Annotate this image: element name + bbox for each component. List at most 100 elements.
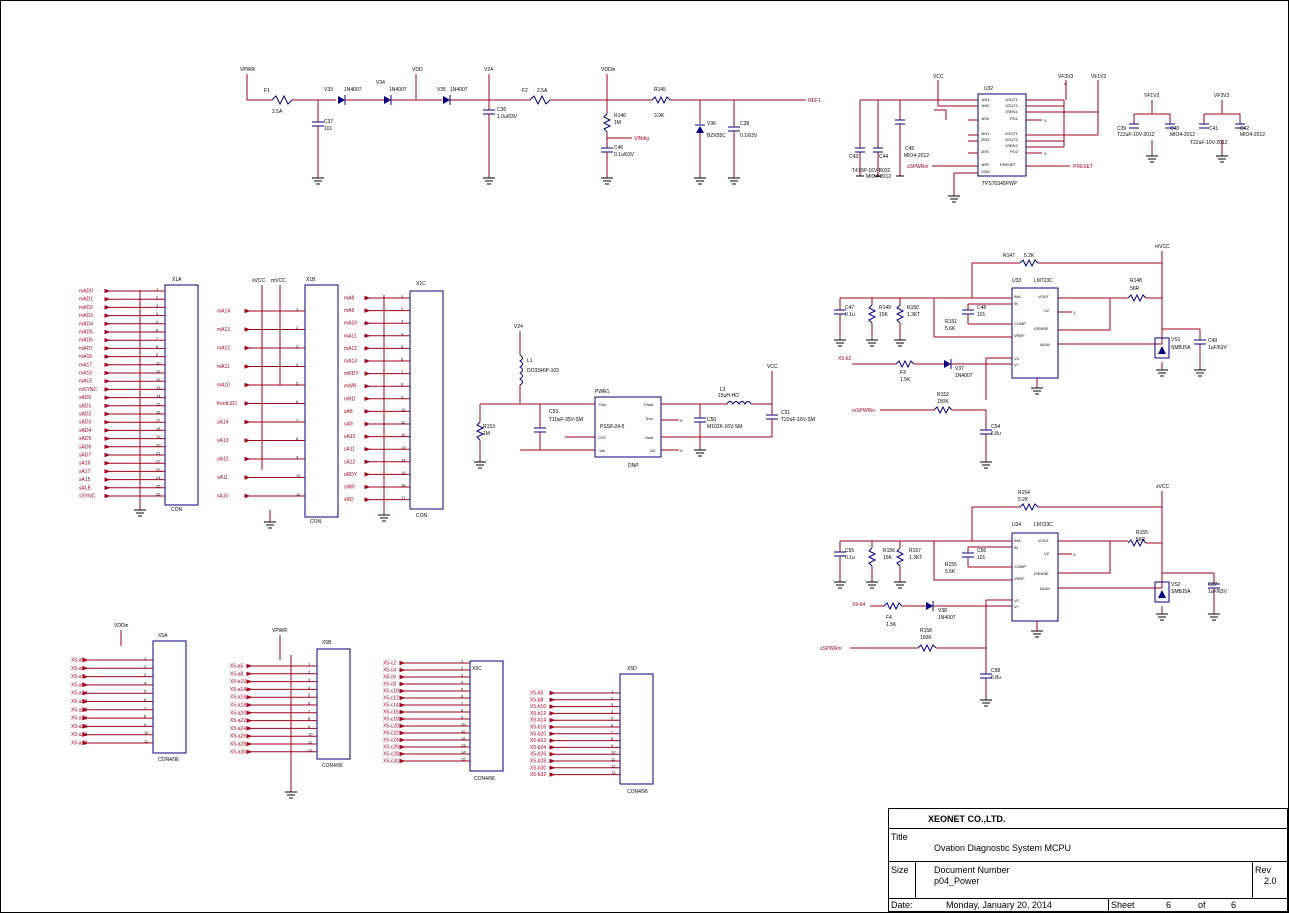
x5c-net-label: X5-c30 (383, 759, 399, 765)
x5d-pin-number: 2 (611, 695, 614, 700)
x1a-pin-number: 18 (156, 426, 161, 431)
x5d-net-label: X5-b20 (530, 731, 546, 737)
ref1-net: REF1 (808, 98, 821, 104)
x5b-net-label: X5-a20 (230, 710, 246, 716)
x1a-pin-number: 5 (156, 319, 159, 324)
x1b-pin-number: 5 (296, 381, 299, 386)
x1a-pin-arrow (104, 460, 111, 466)
x5b-pin-number: 9 (308, 724, 311, 729)
x5a-rail-label: VDDin (114, 623, 129, 629)
u33-pin-vplus: V+ (1014, 362, 1020, 367)
x1c-pin-arrow (364, 346, 371, 351)
x1a-pin-number: 16 (156, 410, 161, 415)
x5c-pin-arrow (399, 667, 406, 673)
title-block: XEONET CO.,LTD. Title Ovation Diagnostic… (888, 808, 1288, 912)
x5a-pin-number: 5 (144, 689, 147, 694)
x1a-pin-number: 13 (156, 385, 161, 390)
vdd-rail-label: VDD (412, 67, 423, 73)
x1a-pin-arrow (104, 329, 111, 335)
c44-ref: C44 (879, 154, 888, 160)
x1c-net-label: mA9 (344, 308, 355, 314)
c51-value: T22uF-16V-SM (781, 417, 815, 423)
x5c-net-label: X5-c26 (383, 745, 399, 751)
x5d-footer: CON4/96 (627, 789, 648, 795)
x5d-net-label: X5-b16 (530, 725, 546, 731)
x1c-pin-arrow (364, 421, 371, 427)
f2-ref: F2 (522, 88, 528, 94)
u33-pin-isense: ISENSE (1034, 326, 1049, 331)
c56-value: 101 (977, 555, 986, 561)
x1a-pin-arrow (104, 337, 111, 343)
x5c-net-label: X5-c28 (383, 752, 399, 758)
x5b-pin-number: 7 (308, 708, 311, 713)
x1c-pin-number: 8 (401, 382, 404, 387)
u34-pin-isense: ISENSE (1034, 571, 1049, 576)
x1c-pin-arrow (364, 333, 371, 339)
x1a-pin-number: 14 (156, 393, 161, 398)
x5c-pin-arrow (399, 716, 406, 722)
x1b-pin-arrow (244, 364, 251, 369)
x5d-pin-number: 4 (611, 709, 614, 714)
v37-ref: V37 (955, 366, 964, 372)
x1c-net-label: sA9 (344, 422, 353, 428)
x1b-net-label: mA10 (217, 383, 230, 389)
supervisor-u33: mVCC R147 5.2K U33 LM723C INA IN COMP VR… (834, 244, 1228, 469)
x5c-pin-number: 4 (461, 680, 464, 685)
c44-value: MIO4-2012 (866, 174, 891, 180)
x1a-pin-number: 21 (156, 451, 161, 456)
x5c-net-label: X5-c14 (383, 703, 399, 709)
r155-ref: R155 (945, 562, 957, 568)
x5d-net-label: X5-b28 (530, 759, 546, 765)
x1c-pin-number: 10 (401, 407, 406, 412)
x5c-pin-arrow (399, 660, 406, 666)
x1b-pin-number: 8 (296, 436, 299, 441)
date-label: Date: (891, 900, 913, 910)
x1b-pin-arrow (244, 382, 251, 388)
x5c-pin-number: 2 (461, 666, 464, 671)
x1b-footer: CON (310, 519, 322, 525)
x5d-net-label: X5-b30 (530, 765, 546, 771)
pwr1-dnp: DNP (628, 463, 639, 469)
x5b-net-label: X5-a5 (230, 664, 244, 670)
x5b-pin-number: 5 (308, 693, 311, 698)
x1c-footer: CON (416, 513, 428, 519)
x1a-net-label: sAD1 (79, 403, 91, 409)
x5c-net-label: X5-c24 (383, 738, 399, 744)
regulator-u32: VCC U32 TPS70345PWP 1IN1 1IN2 1EN 2IN1 2… (849, 74, 1265, 203)
x1a-pin-number: 24 (156, 475, 161, 480)
x1a-pin-arrow (104, 305, 111, 310)
x5b-pin-number: 12 (308, 747, 313, 752)
u34-pin-comp: COMP (1014, 564, 1026, 569)
u32-pin-1en: 1EN (981, 116, 989, 121)
vf3v3-rail-label-2: VF3V3 (1214, 93, 1230, 99)
x1a-net-label: mAD3 (79, 313, 93, 319)
x5a-pin-number: 7 (144, 705, 147, 710)
date-value: Monday, January 20, 2014 (946, 900, 1052, 910)
vcc-rail-label: VCC (933, 74, 944, 80)
x5a-net-label: X5-a22 (71, 707, 87, 713)
x5c-pin-arrow (399, 702, 406, 708)
x1a-pin-arrow (104, 444, 111, 450)
x5b-net-label: X5-a14 (230, 687, 246, 693)
r150-value: 1.3KT (907, 312, 920, 318)
x1a-net-label: sA15 (79, 477, 91, 483)
x1a-pin-number: 6 (156, 328, 159, 333)
c47-ref: C47 (845, 305, 854, 311)
x1c-pin-number: 15 (401, 470, 406, 475)
c40-ref: C40 (1170, 126, 1179, 132)
r151-ref: R151 (945, 319, 957, 325)
x1b-pin-arrow (244, 456, 251, 462)
x5c-pin-number: 13 (461, 743, 466, 748)
x5b-pin-number: 11 (308, 740, 313, 745)
c50-value: M102K-16V-SM (707, 424, 742, 430)
c36-value: 1.0u/63V (497, 114, 518, 120)
v36-ref: V36 (707, 121, 716, 127)
x5d-net-label: X5-b22 (530, 738, 546, 744)
x1a-pin-number: 10 (156, 360, 161, 365)
x1c-pin-number: 1 (401, 294, 404, 299)
v33-ref: V33 (324, 87, 333, 93)
x5a-pin-number: 11 (144, 739, 149, 744)
r158-ref: R158 (920, 628, 932, 634)
